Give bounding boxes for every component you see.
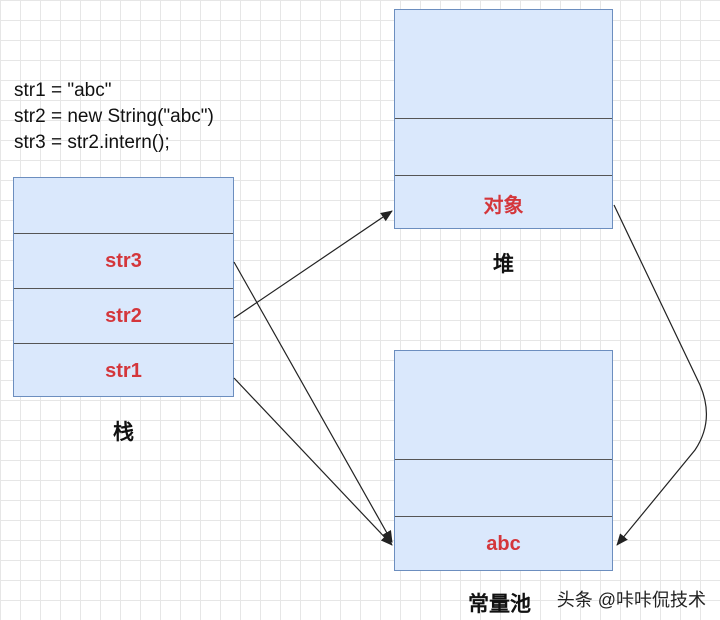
pool-cell-empty-2 <box>395 459 612 516</box>
stack-cell-str3: str3 <box>14 233 233 288</box>
watermark-text: 头条 @咔咔侃技术 <box>556 590 706 610</box>
arrow-object-to-abc <box>613 204 708 546</box>
arrow-str3-to-abc <box>233 261 393 543</box>
pool-label: 常量池 <box>468 593 531 616</box>
stack-cell-str1: str1 <box>14 343 233 398</box>
pool-cell-abc: abc <box>395 516 612 572</box>
stack-cell-str2: str2 <box>14 288 233 343</box>
code-line-1: str1 = "abc" <box>14 80 112 101</box>
stack-label: 栈 <box>113 421 134 444</box>
code-line-2: str2 = new String("abc") <box>14 106 214 127</box>
arrow-str1-to-abc <box>233 377 393 546</box>
heap-label: 堆 <box>493 253 514 276</box>
pool-box: abc <box>394 350 613 571</box>
code-snippet: str1 = "abc" str2 = new String("abc") st… <box>14 78 214 156</box>
code-line-3: str3 = str2.intern(); <box>14 132 170 153</box>
stack-box: str3 str2 str1 <box>13 177 234 397</box>
heap-box: 对象 <box>394 9 613 229</box>
heap-cell-object: 对象 <box>395 175 612 230</box>
watermark: 头条 @咔咔侃技术 <box>557 586 706 612</box>
arrow-str2-to-object <box>233 210 393 319</box>
heap-cell-empty-2 <box>395 118 612 175</box>
